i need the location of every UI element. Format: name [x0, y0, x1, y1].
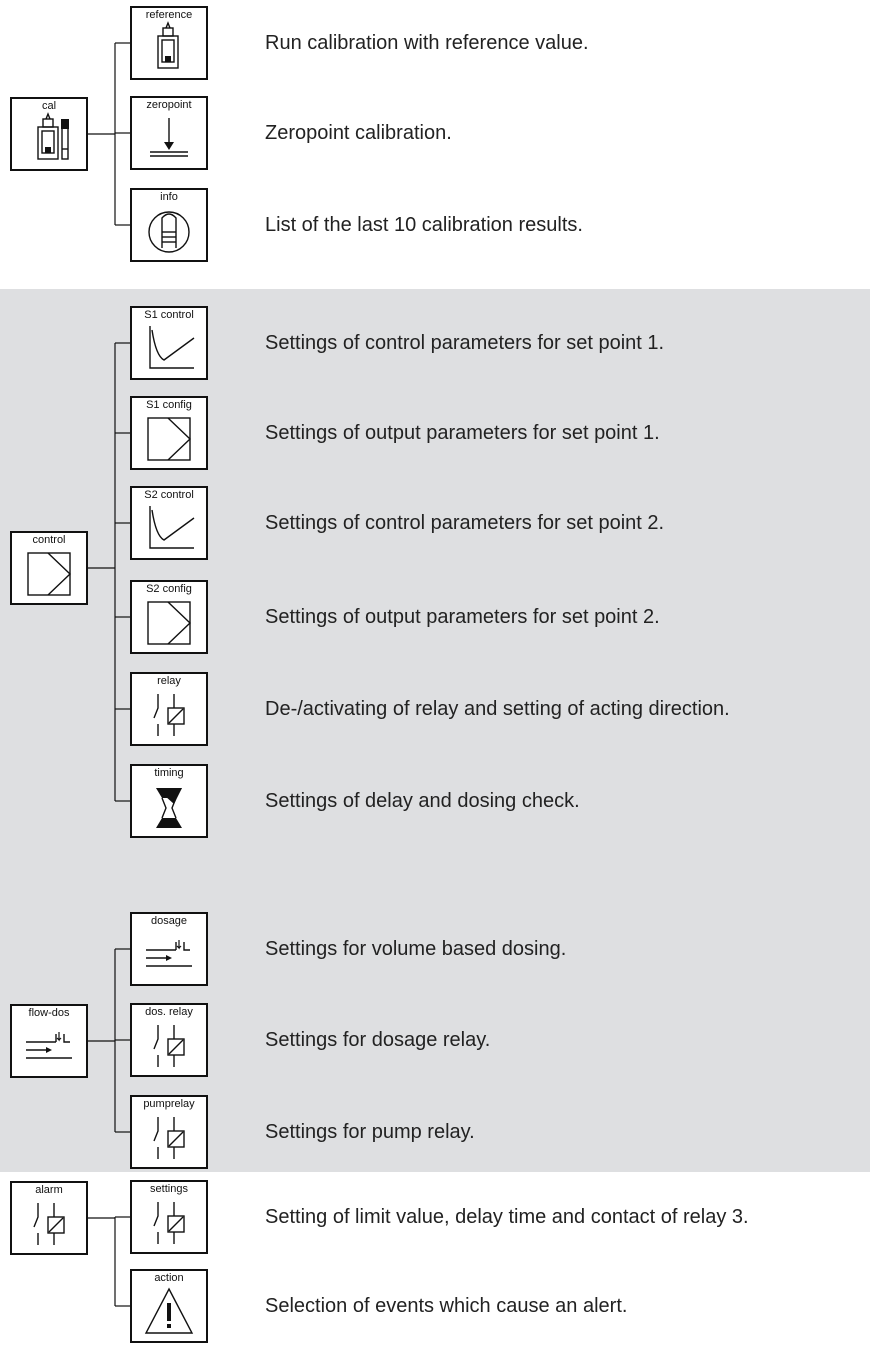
- relay-icon: [153, 1025, 185, 1067]
- submenu-reference-button-label: reference: [145, 9, 193, 21]
- flow-dosing-icon: [26, 1032, 72, 1059]
- description-timing: Settings of delay and dosing check.: [265, 790, 580, 812]
- warning-triangle-icon: [144, 1287, 194, 1334]
- submenu-action-button[interactable]: action: [130, 1269, 208, 1343]
- zeropoint-arrow-icon: [150, 118, 188, 157]
- submenu-zeropoint-button-label: zeropoint: [146, 99, 192, 111]
- submenu-info-button-label: info: [160, 191, 178, 203]
- submenu-s2-control-button-label: S2 control: [144, 489, 194, 501]
- menu-alarm-button-label: alarm: [35, 1184, 63, 1196]
- menu-flow-dos-button[interactable]: flow-dos: [10, 1004, 88, 1078]
- description-action: Selection of events which cause an alert…: [265, 1295, 628, 1317]
- submenu-dos-relay-button[interactable]: dos. relay: [130, 1003, 208, 1077]
- description-s1-config: Settings of output parameters for set po…: [265, 422, 660, 444]
- menu-flow-dos-button-label: flow-dos: [28, 1007, 70, 1019]
- control-curve-icon: [149, 326, 195, 369]
- hourglass-icon: [156, 788, 182, 828]
- submenu-s1-control-button-label: S1 control: [144, 309, 194, 321]
- submenu-s1-control-button[interactable]: S1 control: [130, 306, 208, 380]
- relay-icon: [153, 1117, 185, 1159]
- description-pumprelay: Settings for pump relay.: [265, 1121, 475, 1143]
- submenu-settings-button[interactable]: settings: [130, 1180, 208, 1254]
- bottle-icon: [157, 21, 179, 69]
- output-chevron-icon: [147, 601, 192, 645]
- description-settings: Setting of limit value, delay time and c…: [265, 1206, 749, 1228]
- submenu-dosage-button[interactable]: dosage: [130, 912, 208, 986]
- description-dos-relay: Settings for dosage relay.: [265, 1029, 491, 1051]
- submenu-s2-config-button-label: S2 config: [146, 583, 192, 595]
- flow-dosing-icon: [146, 940, 192, 967]
- menu-cal-button[interactable]: cal: [10, 97, 88, 171]
- submenu-s2-config-button[interactable]: S2 config: [130, 580, 208, 654]
- submenu-settings-button-label: settings: [150, 1183, 188, 1195]
- submenu-zeropoint-button[interactable]: zeropoint: [130, 96, 208, 170]
- description-s2-control: Settings of control parameters for set p…: [265, 512, 665, 534]
- calibration-bottle-icon: [37, 112, 69, 160]
- relay-icon: [153, 1202, 185, 1244]
- submenu-action-button-label: action: [154, 1272, 184, 1284]
- submenu-relay-button-label: relay: [157, 675, 181, 687]
- submenu-relay-button[interactable]: relay: [130, 672, 208, 746]
- description-reference: Run calibration with reference value.: [265, 32, 589, 54]
- submenu-pumprelay-button[interactable]: pumprelay: [130, 1095, 208, 1169]
- description-info: List of the last 10 calibration results.: [265, 214, 583, 236]
- description-dosage: Settings for volume based dosing.: [265, 938, 567, 960]
- control-curve-icon: [149, 506, 195, 549]
- menu-control-button-label: control: [32, 534, 66, 546]
- submenu-s1-config-button-label: S1 config: [146, 399, 192, 411]
- output-chevron-icon: [147, 417, 192, 461]
- menu-control-button[interactable]: control: [10, 531, 88, 605]
- description-s1-control: Settings of control parameters for set p…: [265, 332, 665, 354]
- submenu-timing-button-label: timing: [154, 767, 184, 779]
- submenu-s1-config-button[interactable]: S1 config: [130, 396, 208, 470]
- description-zeropoint: Zeropoint calibration.: [265, 122, 452, 144]
- description-s2-config: Settings of output parameters for set po…: [265, 606, 660, 628]
- menu-alarm-button[interactable]: alarm: [10, 1181, 88, 1255]
- submenu-pumprelay-button-label: pumprelay: [143, 1098, 195, 1110]
- relay-icon: [153, 694, 185, 736]
- submenu-timing-button[interactable]: timing: [130, 764, 208, 838]
- output-chevron-icon: [27, 552, 72, 596]
- submenu-reference-button[interactable]: reference: [130, 6, 208, 80]
- submenu-s2-control-button[interactable]: S2 control: [130, 486, 208, 560]
- submenu-dosage-button-label: dosage: [150, 915, 188, 927]
- description-relay: De-/activating of relay and setting of a…: [265, 698, 730, 720]
- info-probe-icon: [148, 211, 190, 253]
- menu-cal-button-label: cal: [41, 100, 57, 112]
- submenu-dos-relay-button-label: dos. relay: [145, 1006, 193, 1018]
- submenu-info-button[interactable]: info: [130, 188, 208, 262]
- relay-icon: [33, 1203, 65, 1245]
